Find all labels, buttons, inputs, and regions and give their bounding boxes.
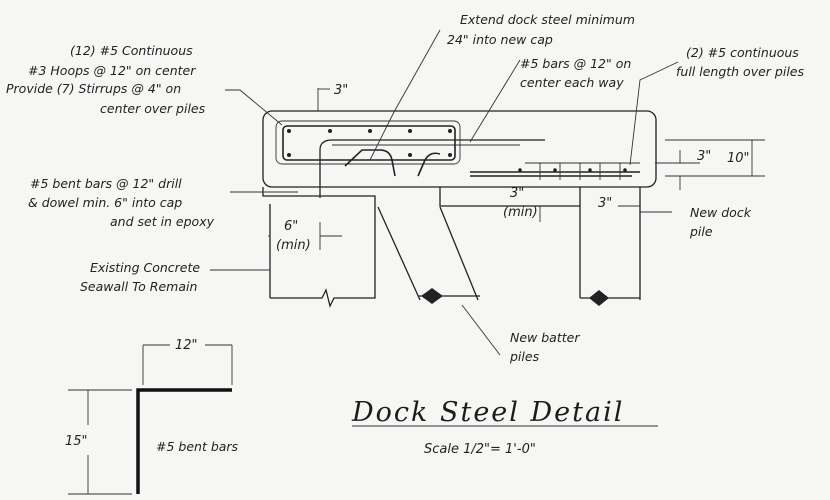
rebar-cage bbox=[282, 125, 640, 180]
note-newpile-line1: New dock bbox=[690, 205, 752, 220]
existing-dock-slab bbox=[319, 139, 545, 198]
dim-bent-height: 15" bbox=[65, 434, 88, 449]
note-batter-line2: piles bbox=[509, 349, 540, 364]
dim-min-a-label: (min) bbox=[503, 205, 538, 220]
dim-depth: 10" bbox=[727, 151, 750, 166]
dim-cover-pile: 3" bbox=[598, 196, 612, 211]
note-newpile-line2: pile bbox=[689, 224, 713, 239]
note-bars-line1: #5 bars @ 12" on bbox=[520, 56, 631, 71]
dimension-lines bbox=[268, 88, 765, 250]
note-continuous-line3: Provide (7) Stirrups @ 4" on bbox=[6, 81, 181, 96]
note-bent-line2: & dowel min. 6" into cap bbox=[28, 195, 182, 210]
detail-scale: Scale 1/2"= 1'-0" bbox=[424, 442, 536, 457]
note-batter-line1: New batter bbox=[510, 330, 580, 345]
note-extend-line2: 24" into new cap bbox=[447, 32, 553, 47]
note-seawall-line1: Existing Concrete bbox=[90, 260, 200, 275]
seawall bbox=[269, 204, 376, 308]
note-continuous-line2: #3 Hoops @ 12" on center bbox=[28, 63, 196, 78]
note-bent-line3: and set in epoxy bbox=[110, 214, 215, 229]
leader-lines bbox=[210, 29, 679, 356]
bent-bar-detail bbox=[68, 344, 233, 495]
note-extend-line1: Extend dock steel minimum bbox=[460, 12, 635, 27]
bent-bars-label: #5 bent bars bbox=[156, 439, 239, 454]
note-bent-line1: #5 bent bars @ 12" drill bbox=[30, 176, 182, 191]
note-full-line1: (2) #5 continuous bbox=[686, 45, 799, 60]
detail-title: Dock Steel Detail bbox=[351, 397, 624, 428]
note-continuous-line1: (12) #5 Continuous bbox=[70, 43, 193, 58]
note-full-line2: full length over piles bbox=[676, 64, 804, 79]
dim-min-b-value: 6" bbox=[284, 219, 298, 234]
dim-bent-leg: 12" bbox=[175, 338, 198, 353]
note-continuous-line4: center over piles bbox=[100, 101, 206, 116]
dim-min-b-label: (min) bbox=[276, 238, 311, 253]
dim-cover-right: 3" bbox=[697, 149, 711, 164]
dim-cover-top: 3" bbox=[334, 83, 348, 98]
note-seawall-line2: Seawall To Remain bbox=[80, 279, 197, 294]
batter-pile bbox=[377, 206, 480, 304]
note-bars-line2: center each way bbox=[520, 75, 624, 90]
concrete-cap bbox=[262, 110, 657, 210]
dim-min-a-value: 3" bbox=[510, 186, 524, 201]
